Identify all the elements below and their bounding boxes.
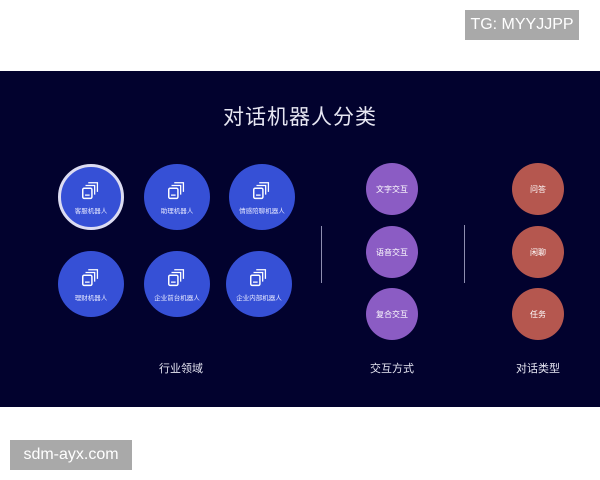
section-label-interaction: 交互方式 (370, 362, 414, 375)
dialog-type-chitchat[interactable]: 闲聊 (512, 226, 564, 278)
section-label-dialog-type: 对话类型 (516, 362, 560, 375)
stacked-cards-icon (82, 268, 99, 286)
industry-item-emotional-chat[interactable]: 情感陪聊机器人 (229, 164, 295, 230)
industry-item-assistant[interactable]: 助理机器人 (144, 164, 210, 230)
watermark-top-right: TG: MYYJJPP (465, 10, 579, 40)
stacked-cards-icon (168, 181, 185, 199)
dialog-type-qa[interactable]: 问答 (512, 163, 564, 215)
interaction-item-text[interactable]: 文字交互 (366, 163, 418, 215)
section-label-industry: 行业领域 (159, 362, 203, 375)
industry-item-internal[interactable]: 企业内部机器人 (226, 251, 292, 317)
industry-item-finance[interactable]: 理财机器人 (58, 251, 124, 317)
stacked-cards-icon (168, 268, 185, 286)
dialog-type-label: 任务 (530, 309, 546, 319)
interaction-item-label: 文字交互 (376, 184, 408, 194)
watermark-bottom-left: sdm-ayx.com (10, 440, 132, 470)
dialog-type-task[interactable]: 任务 (512, 288, 564, 340)
dialog-type-label: 问答 (530, 184, 546, 194)
stacked-cards-icon (253, 181, 270, 199)
industry-item-customer-service[interactable]: 客服机器人 (58, 164, 124, 230)
industry-item-label: 客服机器人 (74, 206, 108, 215)
interaction-item-voice[interactable]: 语音交互 (366, 226, 418, 278)
diagram-panel: 对话机器人分类 客服机器人 助理机器人 情感陪聊机器人 (0, 71, 600, 407)
diagram-title: 对话机器人分类 (223, 105, 377, 129)
interaction-item-composite[interactable]: 复合交互 (366, 288, 418, 340)
industry-item-label: 企业前台机器人 (154, 293, 200, 302)
interaction-item-label: 语音交互 (376, 247, 408, 257)
industry-item-label: 助理机器人 (160, 206, 194, 215)
stacked-cards-icon (82, 181, 99, 199)
industry-item-front-desk[interactable]: 企业前台机器人 (144, 251, 210, 317)
divider-right (464, 225, 465, 283)
divider-left (321, 226, 322, 283)
industry-item-label: 企业内部机器人 (236, 293, 282, 302)
dialog-type-label: 闲聊 (530, 247, 546, 257)
industry-item-label: 情感陪聊机器人 (239, 206, 285, 215)
interaction-item-label: 复合交互 (376, 309, 408, 319)
stacked-cards-icon (250, 268, 267, 286)
industry-item-label: 理财机器人 (74, 293, 108, 302)
